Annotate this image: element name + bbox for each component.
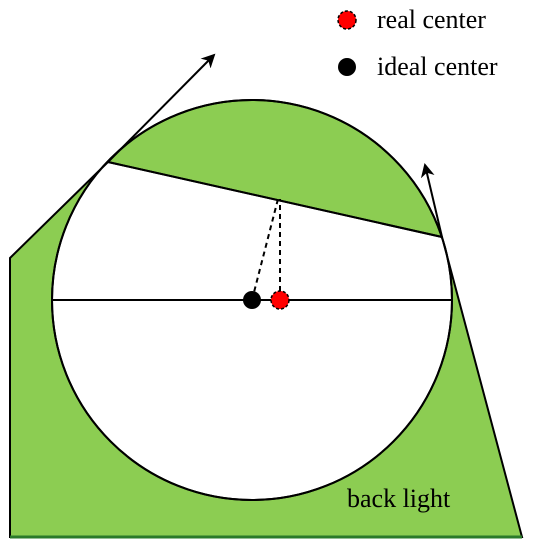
real-center-dot bbox=[270, 290, 290, 310]
legend-ideal-center-label: ideal center bbox=[377, 52, 498, 81]
tangent-chord bbox=[107, 161, 443, 238]
legend-ideal-center-marker bbox=[338, 58, 356, 76]
left-tangent-arrow bbox=[107, 53, 216, 163]
legend-real-center-label: real center bbox=[377, 5, 486, 34]
right-tangent-arrow bbox=[420, 163, 443, 238]
ideal-center-dashed-line bbox=[251, 198, 279, 301]
ideal-center-dot bbox=[243, 291, 261, 309]
backlight-label: back light bbox=[347, 484, 451, 513]
backlight-region bbox=[9, 99, 524, 538]
legend-real-center-marker bbox=[337, 10, 357, 30]
